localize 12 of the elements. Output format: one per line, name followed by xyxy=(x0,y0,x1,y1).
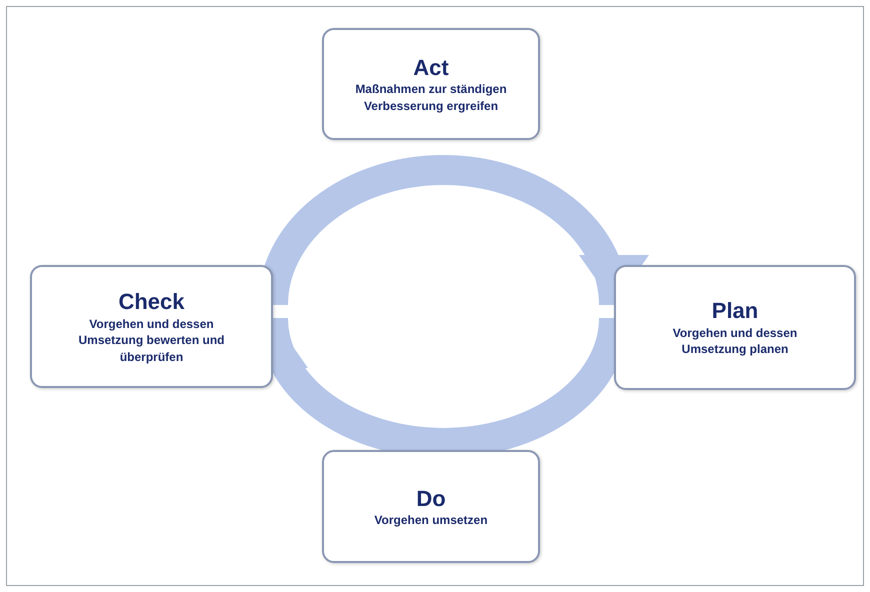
step-description: Vorgehen und dessen Umsetzung planen xyxy=(672,324,798,358)
step-description: Maßnahmen zur ständigen Verbesserung ergreifen xyxy=(354,81,508,114)
step-description: Vorgehen umsetzen xyxy=(374,512,488,528)
step-box xyxy=(30,265,273,388)
step-box xyxy=(322,28,540,140)
step-box xyxy=(614,265,856,390)
step-title: Plan xyxy=(712,297,758,325)
step-title: Do xyxy=(416,484,446,512)
step-title: Act xyxy=(413,54,449,82)
step-description: Vorgehen und dessen Umsetzung bewerten und überprüfen xyxy=(77,316,226,365)
step-box xyxy=(322,450,540,563)
step-title: Check xyxy=(118,288,185,316)
